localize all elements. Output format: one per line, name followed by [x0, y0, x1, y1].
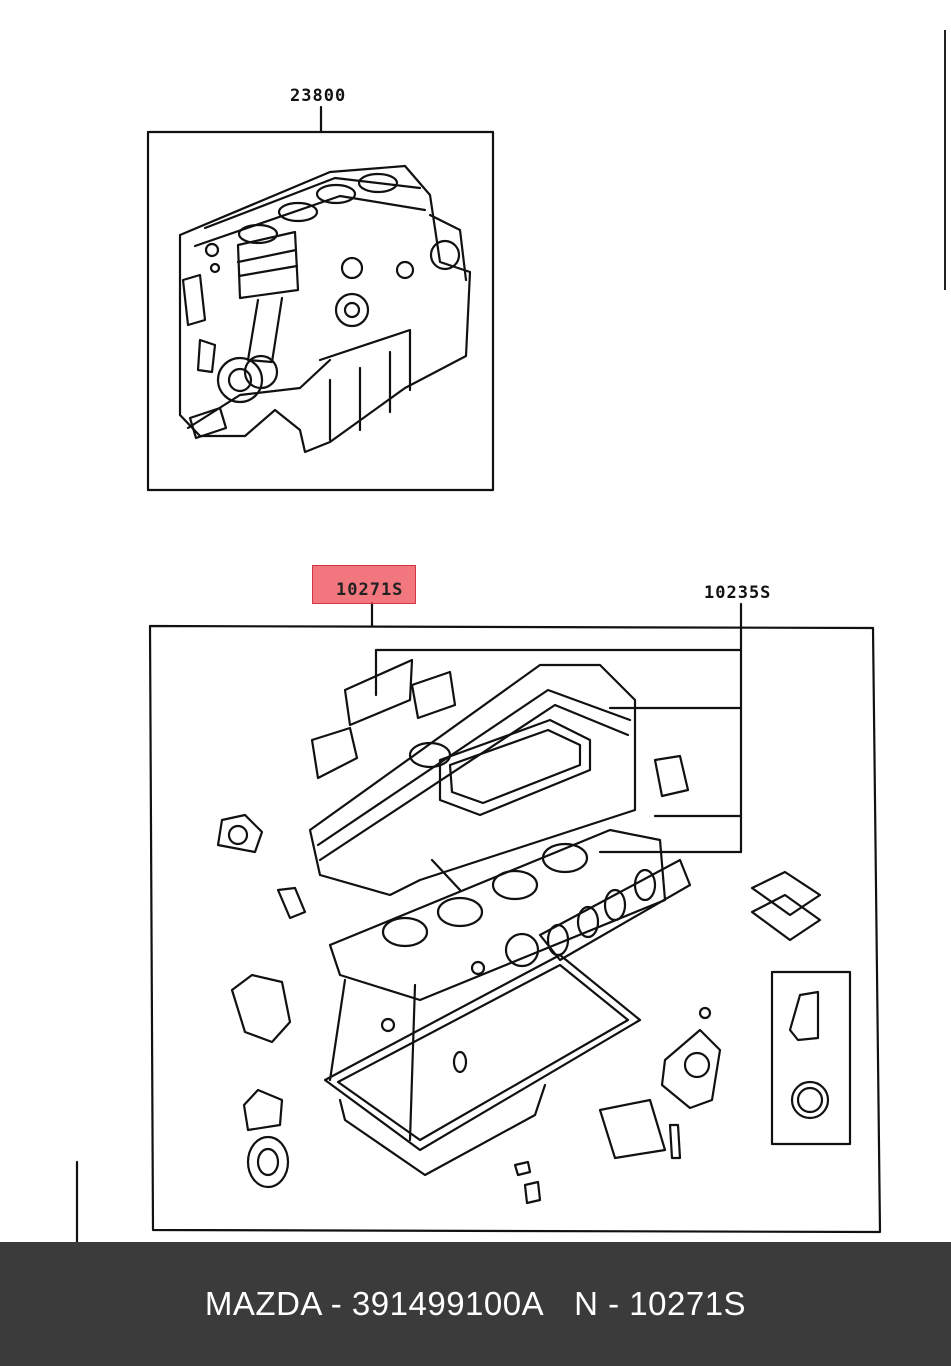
rocker-cover-drawing	[308, 658, 690, 897]
footer-ref: N - 10271S	[574, 1285, 747, 1322]
callout-10235s: 10235S	[704, 583, 772, 603]
loose-gaskets-drawing	[216, 813, 822, 1205]
block-assembly-group	[146, 105, 495, 492]
gasket-kit-frame	[148, 624, 882, 1234]
callout-10271s[interactable]: 10271S	[336, 580, 404, 600]
callout-23800: 23800	[290, 86, 347, 106]
part-number-footer: MAZDA - 391499100A N - 10271S	[0, 1242, 951, 1366]
boxed-seals-drawing	[770, 970, 852, 1146]
parts-diagram	[75, 105, 882, 1242]
cylinder-head-drawing	[328, 828, 692, 1002]
footer-brand-part: MAZDA - 391499100A	[204, 1285, 545, 1322]
engine-block-drawing	[178, 164, 472, 454]
callout-highlight[interactable]	[312, 565, 416, 604]
gasket-kit-group	[148, 601, 882, 1234]
edge-mark-right	[944, 30, 950, 290]
gasket-set-leaders	[374, 602, 743, 854]
oil-pan-drawing	[323, 953, 642, 1177]
